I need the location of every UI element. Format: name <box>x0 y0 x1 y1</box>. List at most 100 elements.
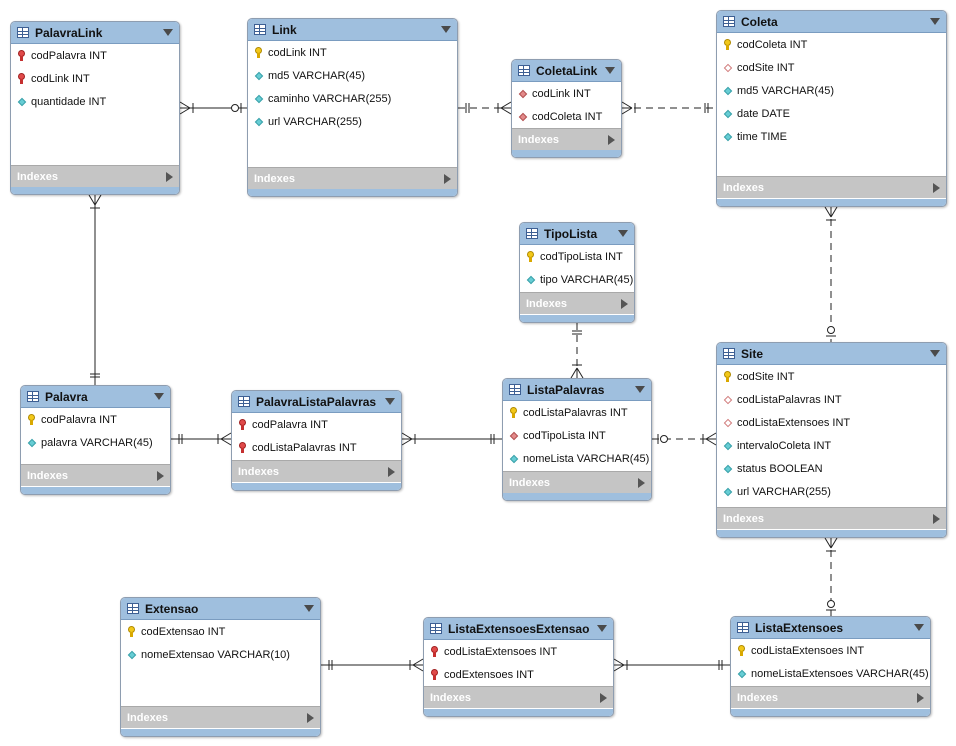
column-row[interactable]: codExtensoes INT <box>424 663 613 686</box>
expand-arrow-icon[interactable] <box>600 692 607 703</box>
expand-arrow-icon[interactable] <box>388 466 395 477</box>
column-row[interactable]: codListaExtensoes INT <box>731 639 930 662</box>
expand-arrow-icon[interactable] <box>638 477 645 488</box>
column-icon <box>723 487 733 496</box>
primary-key-icon <box>723 371 732 382</box>
indexes-section[interactable]: Indexes <box>11 165 179 187</box>
table-palavralink[interactable]: PalavraLink codPalavra INT codLink INT q… <box>10 21 180 195</box>
table-footer <box>512 150 621 157</box>
expand-arrow-icon[interactable] <box>933 182 940 193</box>
table-header[interactable]: ColetaLink <box>512 60 621 82</box>
column-row[interactable]: codListaPalavras INT <box>232 436 401 459</box>
collapse-icon[interactable] <box>163 29 173 36</box>
column-row[interactable]: url VARCHAR(255) <box>248 110 457 133</box>
table-header[interactable]: Extensao <box>121 598 320 620</box>
collapse-icon[interactable] <box>154 393 164 400</box>
column-row[interactable]: time TIME <box>717 125 946 148</box>
column-row[interactable]: codListaExtensoes INT <box>424 640 613 663</box>
column-row[interactable]: codListaExtensoes INT <box>717 411 946 434</box>
indexes-section[interactable]: Indexes <box>503 471 651 493</box>
column-row[interactable]: palavra VARCHAR(45) <box>21 431 170 454</box>
indexes-section[interactable]: Indexes <box>121 706 320 728</box>
column-row[interactable]: codPalavra INT <box>21 408 170 431</box>
expand-arrow-icon[interactable] <box>917 692 924 703</box>
column-row[interactable]: codLink INT <box>512 82 621 105</box>
column-row[interactable]: codColeta INT <box>717 33 946 56</box>
collapse-icon[interactable] <box>385 398 395 405</box>
column-row[interactable]: md5 VARCHAR(45) <box>248 64 457 87</box>
indexes-section[interactable]: Indexes <box>21 464 170 486</box>
indexes-section[interactable]: Indexes <box>731 686 930 708</box>
column-row[interactable]: url VARCHAR(255) <box>717 480 946 503</box>
table-listaextensoesextensao[interactable]: ListaExtensoesExtensao codListaExtensoes… <box>423 617 614 717</box>
collapse-icon[interactable] <box>635 386 645 393</box>
column-row[interactable]: codColeta INT <box>512 105 621 128</box>
collapse-icon[interactable] <box>304 605 314 612</box>
indexes-section[interactable]: Indexes <box>520 292 634 314</box>
expand-arrow-icon[interactable] <box>933 513 940 524</box>
collapse-icon[interactable] <box>618 230 628 237</box>
collapse-icon[interactable] <box>930 350 940 357</box>
column-row[interactable]: codLink INT <box>11 67 179 90</box>
column-row[interactable]: nomeLista VARCHAR(45) <box>503 447 651 470</box>
column-row[interactable]: intervaloColeta INT <box>717 434 946 457</box>
table-header[interactable]: PalavraLink <box>11 22 179 44</box>
table-header[interactable]: ListaExtensoes <box>731 617 930 639</box>
indexes-section[interactable]: Indexes <box>512 128 621 150</box>
column-row[interactable]: codListaPalavras INT <box>503 401 651 424</box>
table-extensao[interactable]: Extensao codExtensao INT nomeExtensao VA… <box>120 597 321 737</box>
table-header[interactable]: ListaExtensoesExtensao <box>424 618 613 640</box>
column-row[interactable]: codSite INT <box>717 365 946 388</box>
collapse-icon[interactable] <box>605 67 615 74</box>
table-icon <box>238 396 250 407</box>
table-palavra[interactable]: Palavra codPalavra INT palavra VARCHAR(4… <box>20 385 171 495</box>
table-palavralistapalavras[interactable]: PalavraListaPalavras codPalavra INT codL… <box>231 390 402 491</box>
expand-arrow-icon[interactable] <box>444 173 451 184</box>
indexes-section[interactable]: Indexes <box>232 460 401 482</box>
table-header[interactable]: Site <box>717 343 946 365</box>
table-header[interactable]: ListaPalavras <box>503 379 651 401</box>
expand-arrow-icon[interactable] <box>166 171 173 182</box>
table-coleta[interactable]: Coleta codColeta INT codSite INT md5 VAR… <box>716 10 947 207</box>
column-row[interactable]: caminho VARCHAR(255) <box>248 87 457 110</box>
table-coletalink[interactable]: ColetaLink codLink INT codColeta INT Ind… <box>511 59 622 158</box>
expand-arrow-icon[interactable] <box>621 298 628 309</box>
table-header[interactable]: Palavra <box>21 386 170 408</box>
column-row[interactable]: codTipoLista INT <box>503 424 651 447</box>
indexes-section[interactable]: Indexes <box>717 507 946 529</box>
column-row[interactable]: codListaPalavras INT <box>717 388 946 411</box>
indexes-section[interactable]: Indexes <box>717 176 946 198</box>
expand-arrow-icon[interactable] <box>307 712 314 723</box>
column-row[interactable]: codPalavra INT <box>232 413 401 436</box>
collapse-icon[interactable] <box>597 625 607 632</box>
column-row[interactable]: status BOOLEAN <box>717 457 946 480</box>
collapse-icon[interactable] <box>441 26 451 33</box>
collapse-icon[interactable] <box>930 18 940 25</box>
column-label: codSite INT <box>737 61 795 74</box>
table-header[interactable]: Link <box>248 19 457 41</box>
indexes-section[interactable]: Indexes <box>424 686 613 708</box>
column-row[interactable]: codTipoLista INT <box>520 245 634 268</box>
column-row[interactable]: codSite INT <box>717 56 946 79</box>
column-row[interactable]: quantidade INT <box>11 90 179 113</box>
column-row[interactable]: md5 VARCHAR(45) <box>717 79 946 102</box>
column-row[interactable]: codLink INT <box>248 41 457 64</box>
table-listaextensoes[interactable]: ListaExtensoes codListaExtensoes INT nom… <box>730 616 931 717</box>
expand-arrow-icon[interactable] <box>608 134 615 145</box>
column-row[interactable]: codPalavra INT <box>11 44 179 67</box>
column-row[interactable]: nomeListaExtensoes VARCHAR(45) <box>731 662 930 685</box>
table-header[interactable]: PalavraListaPalavras <box>232 391 401 413</box>
column-row[interactable]: tipo VARCHAR(45) <box>520 268 634 291</box>
collapse-icon[interactable] <box>914 624 924 631</box>
indexes-section[interactable]: Indexes <box>248 167 457 189</box>
table-listapalavras[interactable]: ListaPalavras codListaPalavras INT codTi… <box>502 378 652 501</box>
table-header[interactable]: TipoLista <box>520 223 634 245</box>
table-site[interactable]: Site codSite INT codListaPalavras INT co… <box>716 342 947 538</box>
column-row[interactable]: nomeExtensao VARCHAR(10) <box>121 643 320 666</box>
table-header[interactable]: Coleta <box>717 11 946 33</box>
column-row[interactable]: codExtensao INT <box>121 620 320 643</box>
table-link[interactable]: Link codLink INT md5 VARCHAR(45) caminho… <box>247 18 458 197</box>
expand-arrow-icon[interactable] <box>157 470 164 481</box>
table-tipolista[interactable]: TipoLista codTipoLista INT tipo VARCHAR(… <box>519 222 635 323</box>
column-row[interactable]: date DATE <box>717 102 946 125</box>
